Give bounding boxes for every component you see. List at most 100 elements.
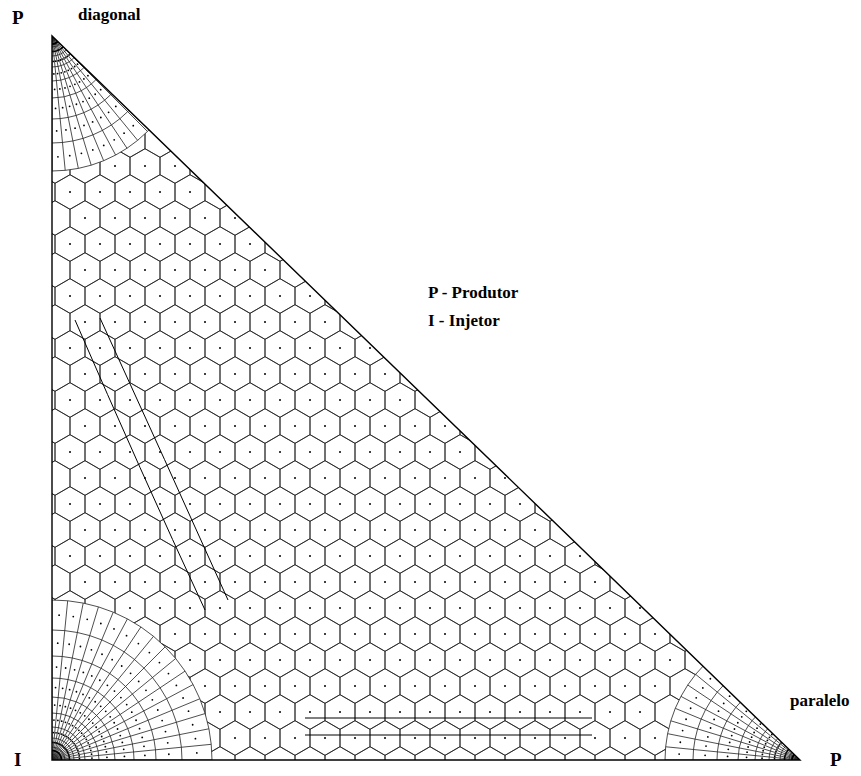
cell-center xyxy=(64,87,66,89)
cell-center xyxy=(624,633,626,635)
ring xyxy=(0,697,115,776)
ring xyxy=(0,0,187,171)
cell-center xyxy=(55,687,57,689)
cell-center xyxy=(746,756,748,758)
cell-center xyxy=(579,607,581,609)
cell-center xyxy=(120,697,122,699)
ring xyxy=(665,625,861,776)
spoke xyxy=(52,601,68,760)
cell-center xyxy=(105,710,107,712)
cell-center xyxy=(189,295,191,297)
cell-center xyxy=(168,673,170,675)
cell-center xyxy=(101,736,103,738)
cell-center xyxy=(204,321,206,323)
cell-center xyxy=(579,659,581,661)
cell-center xyxy=(534,633,536,635)
cell-center xyxy=(91,753,93,755)
cell-center xyxy=(69,155,71,157)
cell-center xyxy=(55,742,57,744)
cell-center xyxy=(369,503,371,505)
cell-center xyxy=(624,685,626,687)
cell-center xyxy=(444,737,446,739)
cell-center xyxy=(234,269,236,271)
cell-center xyxy=(776,748,778,750)
cell-center xyxy=(534,737,536,739)
cell-center xyxy=(369,451,371,453)
cell-center xyxy=(74,669,76,671)
cell-center xyxy=(429,451,431,453)
cell-center xyxy=(774,753,776,755)
cell-center xyxy=(65,129,67,131)
cell-center xyxy=(139,728,141,730)
cell-center xyxy=(444,477,446,479)
cell-center xyxy=(84,321,86,323)
cell-center xyxy=(519,659,521,661)
cell-center xyxy=(57,751,59,753)
cell-center xyxy=(80,646,82,648)
cell-center xyxy=(124,756,126,758)
cell-center xyxy=(90,749,92,751)
cell-center xyxy=(762,754,764,756)
cell-center xyxy=(504,685,506,687)
cell-center xyxy=(114,529,116,531)
cell-center xyxy=(594,685,596,687)
cell-center xyxy=(159,399,161,401)
cell-center xyxy=(72,725,74,727)
cell-center xyxy=(174,321,176,323)
cell-center xyxy=(339,659,341,661)
cell-center xyxy=(249,607,251,609)
cell-center xyxy=(55,108,57,110)
cell-center xyxy=(168,753,170,755)
cell-center xyxy=(354,477,356,479)
cell-center xyxy=(219,295,221,297)
cell-center xyxy=(354,685,356,687)
cell-center xyxy=(78,755,80,757)
cell-center xyxy=(106,756,108,758)
cell-center xyxy=(279,399,281,401)
ring xyxy=(0,0,159,143)
ring xyxy=(717,677,861,776)
cell-center xyxy=(474,737,476,739)
cell-center xyxy=(59,88,61,90)
cell-center xyxy=(159,662,161,664)
cell-center xyxy=(264,685,266,687)
cell-center xyxy=(159,607,161,609)
cell-center xyxy=(84,715,86,717)
cell-center xyxy=(159,555,161,557)
cell-center xyxy=(69,689,71,691)
cell-center xyxy=(204,217,206,219)
spoke xyxy=(681,696,800,760)
spoke xyxy=(52,36,78,168)
ring xyxy=(0,600,212,776)
cell-center xyxy=(324,373,326,375)
cell-center xyxy=(324,737,326,739)
cell-center xyxy=(56,666,58,668)
cell-center xyxy=(624,737,626,739)
cell-center xyxy=(234,633,236,635)
diagonal-line xyxy=(100,318,228,600)
spoke xyxy=(52,612,113,760)
spoke xyxy=(675,708,800,760)
cell-center xyxy=(777,746,779,748)
cell-center xyxy=(174,269,176,271)
cell-center xyxy=(67,752,69,754)
spoke xyxy=(666,747,800,760)
cell-center xyxy=(189,347,191,349)
cell-center xyxy=(174,477,176,479)
cell-center xyxy=(86,618,88,620)
cell-center xyxy=(91,675,93,677)
cell-center xyxy=(444,529,446,531)
cell-center xyxy=(144,321,146,323)
cell-center xyxy=(53,750,55,752)
cell-center xyxy=(114,690,116,692)
cell-center xyxy=(749,741,751,743)
well-label: I xyxy=(14,750,21,771)
cell-center xyxy=(414,737,416,739)
cell-center xyxy=(115,105,117,107)
cell-center xyxy=(123,132,125,134)
cell-center xyxy=(294,685,296,687)
cell-center xyxy=(729,741,731,743)
cell-center xyxy=(67,69,69,71)
spoke xyxy=(52,685,193,760)
cell-center xyxy=(67,737,69,739)
